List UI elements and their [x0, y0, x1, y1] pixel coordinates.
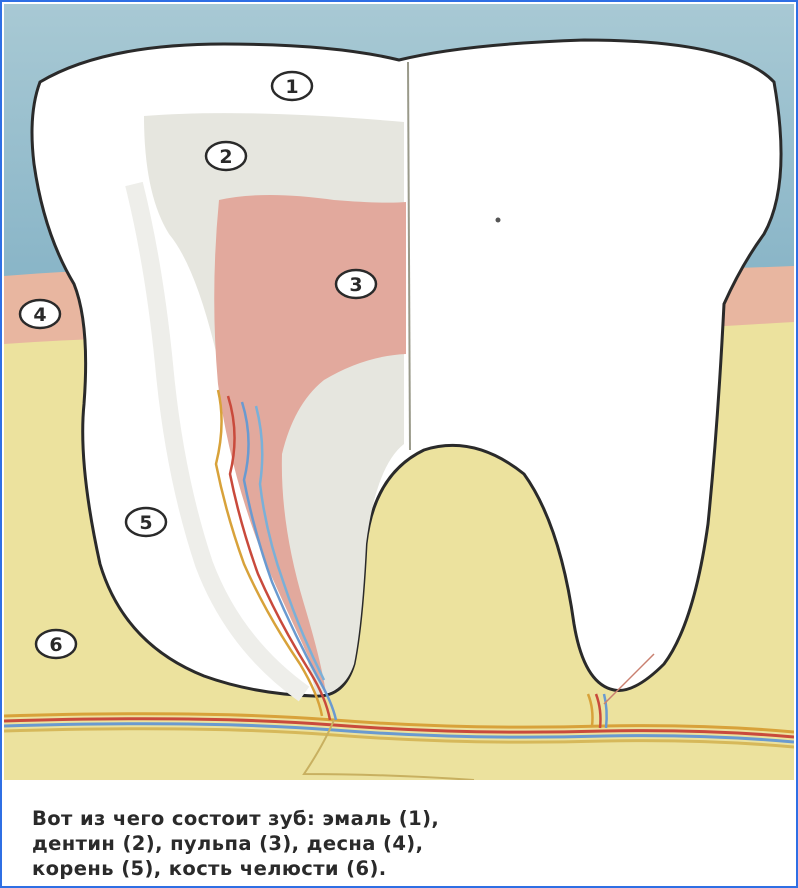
marker-6-label: 6 — [49, 634, 62, 656]
marker-4-label: 4 — [33, 304, 46, 326]
marker-5: 5 — [126, 508, 166, 536]
marker-6: 6 — [36, 630, 76, 658]
marker-2-label: 2 — [219, 146, 232, 168]
marker-5-label: 5 — [139, 512, 152, 534]
caption-line-3: корень (5), кость челюсти (6). — [32, 856, 772, 881]
marker-4: 4 — [20, 300, 60, 328]
marker-1-label: 1 — [285, 76, 298, 98]
marker-3-label: 3 — [349, 274, 362, 296]
marker-3: 3 — [336, 270, 376, 298]
caption: Вот из чего состоит зуб: эмаль (1), дент… — [32, 806, 772, 881]
caption-line-1: Вот из чего состоит зуб: эмаль (1), — [32, 806, 772, 831]
crown-dot — [496, 218, 501, 223]
tooth-diagram: 1 2 3 4 5 6 — [4, 4, 794, 780]
marker-2: 2 — [206, 142, 246, 170]
marker-1: 1 — [272, 72, 312, 100]
caption-line-2: дентин (2), пульпа (3), десна (4), — [32, 831, 772, 856]
